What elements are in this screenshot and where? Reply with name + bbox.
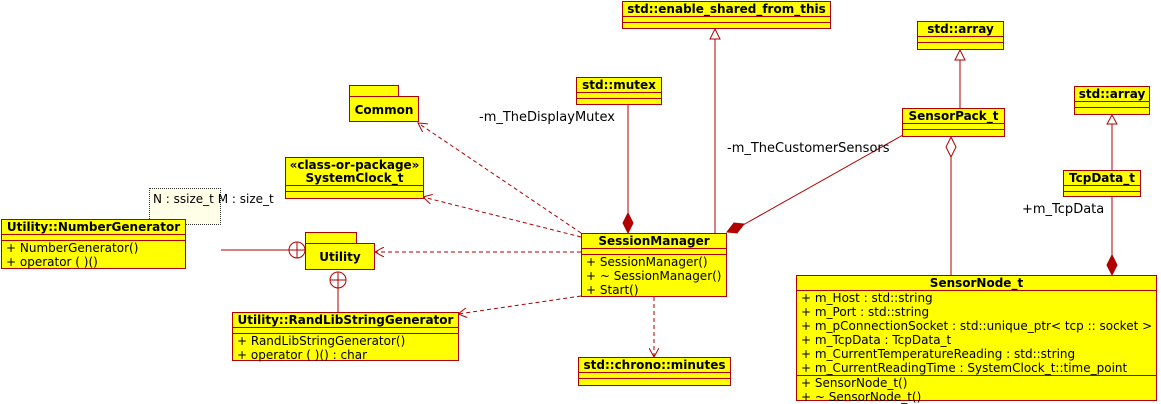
operations-compartment: + RandLibStringGenerator() + operator ( … [233,334,458,362]
attribute: + m_Host : std::string [801,291,933,305]
template-parameters: N : ssize_t M : size_t [149,188,274,225]
operations-compartment [903,130,1004,135]
class-name: TcpData_t [1064,171,1140,186]
template-param: M : size_t [217,192,274,206]
operation: + NumberGenerator() [6,241,139,255]
operations-compartment [286,192,423,197]
class-rand-lib-string-generator[interactable]: Utility::RandLibStringGenerator + RandLi… [232,312,459,362]
aggregation-sensornode-sensorpack [945,135,957,275]
operations-compartment [918,43,1003,48]
package-utility[interactable]: Utility [305,243,375,270]
operations-compartment [623,23,830,28]
attributes-compartment [577,93,661,99]
class-name: std::mutex [577,78,661,93]
operation: + ~ SessionManager() [586,269,722,283]
attribute: + m_TcpData : TcpData_t [801,333,952,347]
operation: + ~ SensorNode_t() [801,390,922,404]
operations-compartment: + NumberGenerator() + operator ( )() [2,241,185,269]
class-name: std::array [1075,87,1149,102]
attribute: + m_CurrentTemperatureReading : std::str… [801,347,1076,361]
class-tcp-data[interactable]: TcpData_t [1063,170,1141,197]
operations-compartment: + SessionManager() + ~ SessionManager() … [582,255,726,297]
class-name: SensorPack_t [903,109,1004,124]
dependency-session-systemclock [423,197,582,238]
class-name: std::array [918,22,1003,37]
class-std-mutex[interactable]: std::mutex [576,77,662,105]
generalization-session-enable-shared [709,27,721,233]
attributes-compartment [233,328,458,334]
operation: + SensorNode_t() [801,376,908,390]
class-name: Utility::RandLibStringGenerator [233,313,458,328]
class-chrono-minutes[interactable]: std::chrono::minutes [578,357,731,386]
attribute: + m_CurrentReadingTime : SystemClock_t::… [801,361,1128,375]
nesting-numbergenerator-utility [221,241,306,259]
attributes-compartment [903,124,1004,130]
operations-compartment [577,99,661,104]
class-std-array-right[interactable]: std::array [1074,86,1150,115]
class-name: SessionManager [582,234,726,249]
attributes-compartment [1064,186,1140,192]
attributes-compartment [2,235,185,241]
operations-compartment [1064,192,1140,197]
class-system-clock[interactable]: «class-or-package» SystemClock_t [285,157,424,199]
class-name: Utility::NumberGenerator [2,220,185,235]
package-common[interactable]: Common [349,96,419,122]
class-enable-shared-from-this[interactable]: std::enable_shared_from_this [622,1,831,29]
nesting-randlib-utility [329,271,347,312]
class-name-text: SystemClock_t [305,171,404,185]
operation: + Start() [586,283,639,297]
template-param: N : ssize_t [153,192,214,206]
attributes-compartment [918,37,1003,43]
dependency-session-randlib [458,295,582,314]
class-name: SensorNode_t [797,276,1156,291]
attributes-compartment [579,373,730,379]
class-name: «class-or-package» SystemClock_t [286,158,423,186]
operation: + SessionManager() [586,255,708,269]
class-stereotype: «class-or-package» [289,158,420,172]
attribute: + m_Port : std::string [801,305,930,319]
attributes-compartment: + m_Host : std::string + m_Port : std::s… [797,291,1156,376]
generalization-tcpdata-array [1106,113,1118,170]
attributes-compartment [582,249,726,255]
dependency-session-common [418,123,582,234]
class-name: std::enable_shared_from_this [623,2,830,17]
composition-customer-sensors [726,134,904,234]
attribute: + m_pConnectionSocket : std::unique_ptr<… [801,319,1153,333]
attributes-compartment [286,186,423,192]
label-customer-sensors: -m_TheCustomerSensors [727,141,890,156]
label-tcp-data: +m_TcpData [1022,202,1105,217]
class-number-generator[interactable]: Utility::NumberGenerator + NumberGenerat… [1,219,186,269]
operations-compartment [579,379,730,384]
composition-mutex [622,105,634,235]
class-std-array-top[interactable]: std::array [917,21,1004,50]
class-name: std::chrono::minutes [579,358,730,373]
class-session-manager[interactable]: SessionManager + SessionManager() + ~ Se… [581,233,727,297]
operation: + operator ( )() : char [237,348,367,362]
generalization-sensorpack-array [954,48,966,108]
operations-compartment: + SensorNode_t() + ~ SensorNode_t() [797,376,1156,404]
class-sensor-node[interactable]: SensorNode_t + m_Host : std::string + m_… [796,275,1157,404]
operations-compartment [1075,108,1149,113]
operation: + operator ( )() [6,255,98,269]
composition-tcpdata [1106,197,1118,277]
label-display-mutex: -m_TheDisplayMutex [479,110,615,125]
attributes-compartment [1075,102,1149,108]
operation: + RandLibStringGenerator() [237,334,406,348]
class-sensor-pack[interactable]: SensorPack_t [902,108,1005,137]
attributes-compartment [623,17,830,23]
